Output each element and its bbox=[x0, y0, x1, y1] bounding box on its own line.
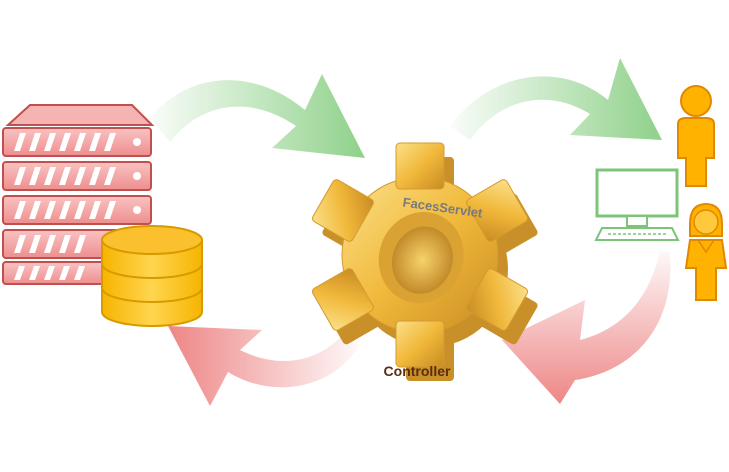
arrow-view-to-controller bbox=[502, 250, 671, 404]
user-female-icon bbox=[684, 202, 728, 301]
database-icon bbox=[101, 225, 203, 327]
arrow-icon bbox=[502, 250, 671, 404]
gear-icon bbox=[311, 142, 538, 381]
server-unit bbox=[2, 127, 152, 157]
arrow-controller-to-view bbox=[450, 58, 662, 140]
arrow-icon bbox=[450, 58, 662, 140]
controller-label: Controller bbox=[384, 363, 451, 379]
arrow-server-to-controller bbox=[150, 74, 365, 158]
arrow-icon bbox=[150, 74, 365, 158]
server-unit bbox=[2, 195, 152, 225]
server-unit bbox=[2, 161, 152, 191]
arrow-controller-to-model bbox=[168, 326, 360, 406]
user-male-icon bbox=[677, 85, 715, 187]
server-rack-icon bbox=[2, 104, 155, 285]
arrow-icon bbox=[168, 326, 360, 406]
monitor-icon bbox=[594, 168, 680, 241]
